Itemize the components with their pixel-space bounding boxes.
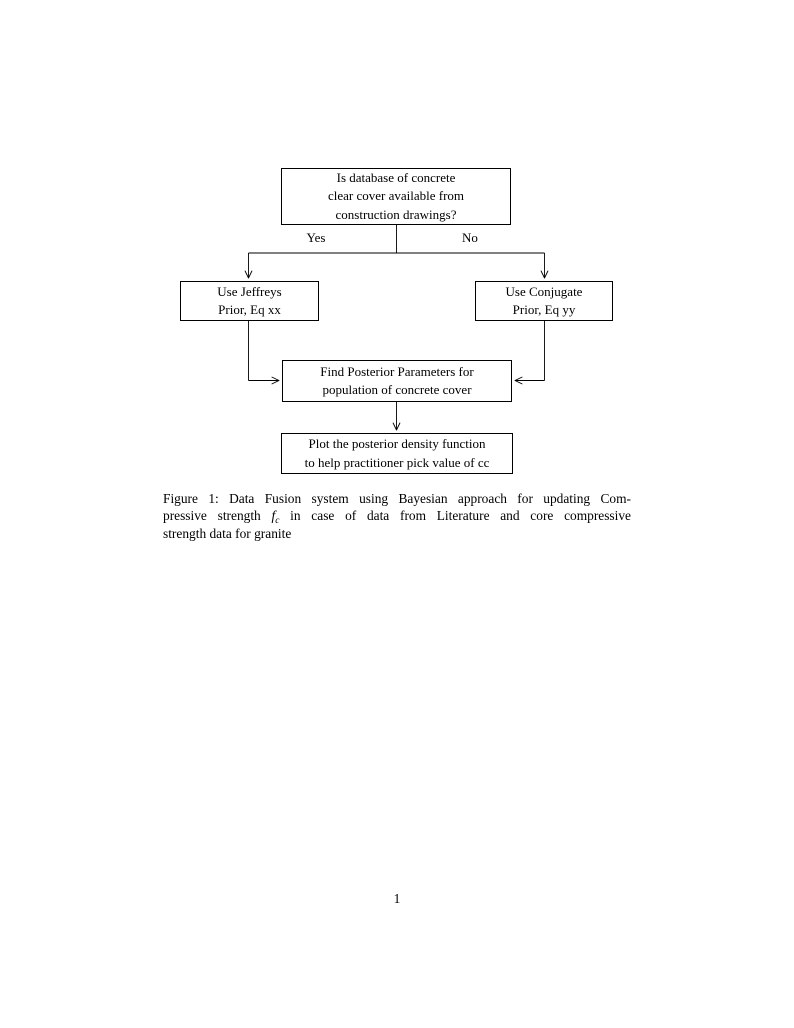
plot-line-1: Plot the posterior density function [308,436,486,451]
flowchart-box-posterior-parameters: Find Posterior Parameters for population… [282,360,512,402]
edge-label-yes: Yes [306,230,326,245]
conjugate-line-1: Use Conjugate [505,283,583,299]
math-fc-subscript: c [275,516,280,527]
caption-line-3: strength data for granite [163,525,292,541]
conjugate-line-2: Prior, Eq yy [512,302,576,317]
decision-line-3: construction drawings? [335,206,457,222]
flowchart-box-decision: Is database of concrete clear cover avai… [281,168,511,225]
jeffreys-line-2: Prior, Eq xx [218,302,281,317]
caption-line-2: pressive strength fc in case of data fro… [163,507,632,527]
caption-line-1: Figure 1: Data Fusion system using Bayes… [163,491,631,506]
decision-line-2: clear cover available from [327,188,465,204]
flowchart-box-jeffreys-prior: Use Jeffreys Prior, Eq xx [180,281,319,321]
caption-line-2-post: in case of data from Literature and core… [279,508,632,524]
jeffreys-line-1: Use Jeffreys [217,283,282,299]
flowchart-box-conjugate-prior: Use Conjugate Prior, Eq yy [475,281,613,321]
plot-line-2: to help practitioner pick value of cc [304,454,490,470]
figure-caption: Figure 1: Data Fusion system using Bayes… [163,490,631,542]
posterior-line-1: Find Posterior Parameters for [320,363,474,379]
edge-label-no: No [462,230,478,245]
decision-line-1: Is database of concrete [336,169,456,185]
caption-line-2-pre: pressive strength [163,508,272,524]
flowchart-box-plot-density: Plot the posterior density function to h… [281,433,513,474]
math-fc-symbol: f [271,508,276,524]
page-number: 1 [393,891,401,906]
posterior-line-2: population of concrete cover [322,382,472,397]
